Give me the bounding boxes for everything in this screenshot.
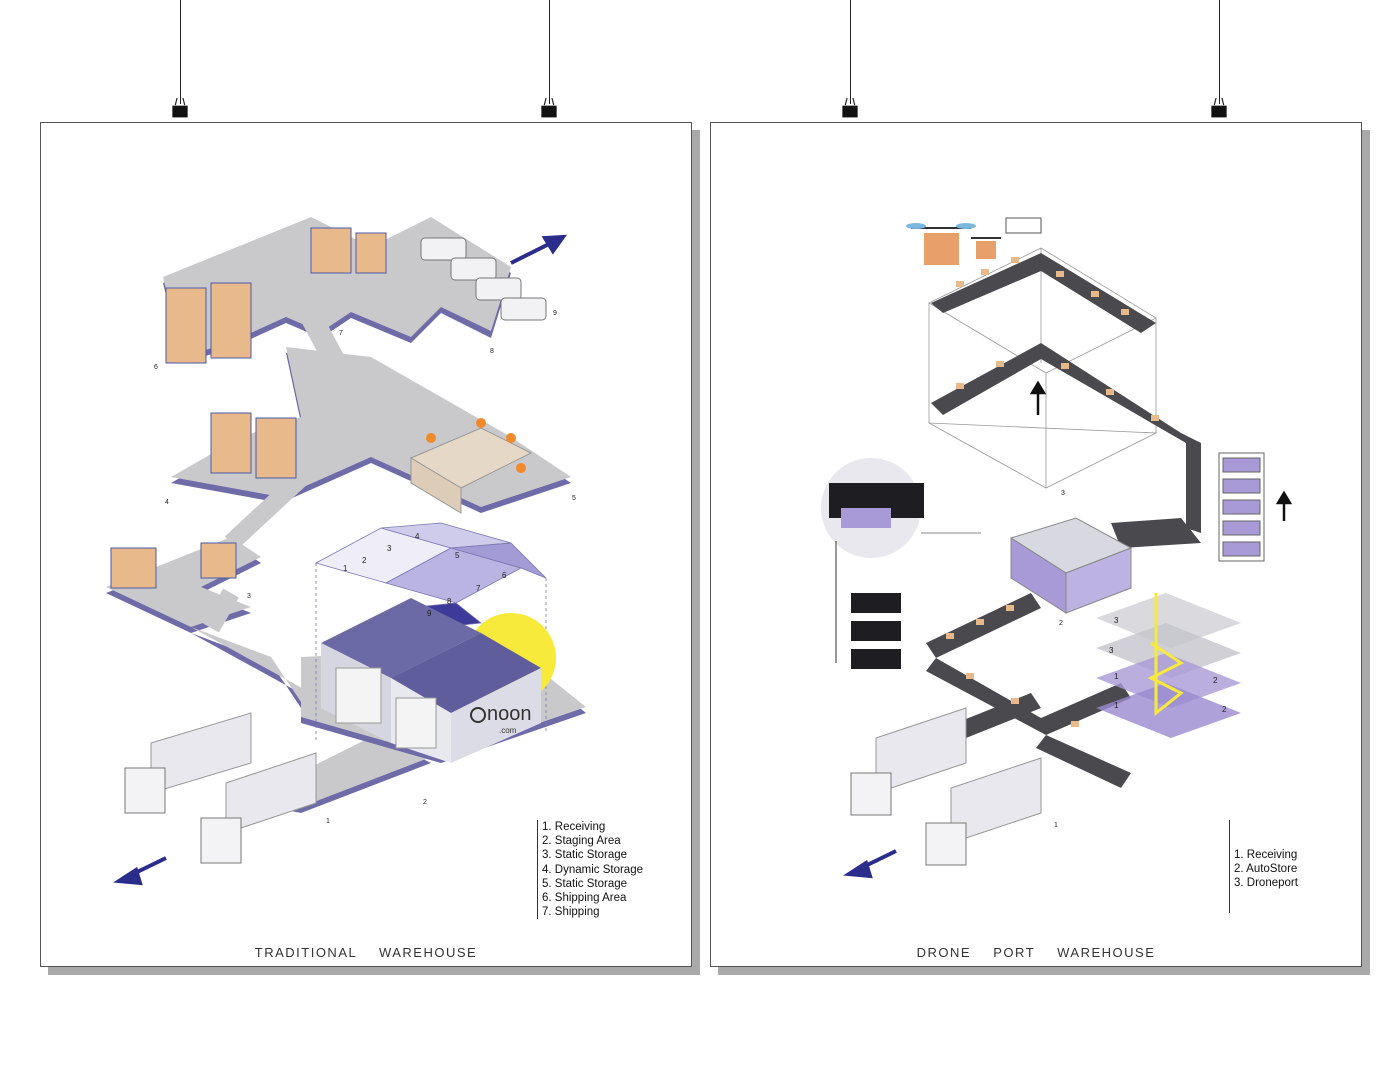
grid-number: 8: [447, 597, 452, 606]
drone-port-warehouse-poster: 1 2 3 3 3 1 1 2 2 1. Receiving 2. AutoSt…: [710, 122, 1362, 967]
trucks: [850, 707, 1042, 866]
brand-logo-sub: .com: [499, 726, 517, 735]
grid-number: 5: [455, 551, 460, 560]
trucks: [124, 712, 317, 864]
legend-item: 1. Receiving: [1234, 849, 1298, 861]
droneport-structure: [928, 247, 1158, 489]
legend-item: 2. AutoStore: [1234, 863, 1298, 876]
grid-number: 6: [502, 571, 507, 580]
area-number: 2: [423, 799, 427, 806]
layer-number: 1: [1114, 701, 1119, 710]
roof-grid-overlay: [314, 522, 547, 743]
binder-clip-icon: [1211, 98, 1227, 118]
area-number: 7: [339, 330, 343, 337]
area-number: 5: [572, 495, 576, 502]
up-arrow-icon: [1029, 380, 1293, 521]
hanging-wire: [850, 0, 851, 104]
layer-number: 2: [1222, 705, 1227, 714]
grid-number: 7: [476, 584, 481, 593]
traditional-warehouse-illustration: noon .com 1 2 3 4 5 6 7 8 9 1: [106, 217, 586, 886]
layer-number: 1: [1114, 672, 1119, 681]
legend-item: 3. Static Storage: [542, 849, 628, 862]
traditional-legend: 1. Receiving 2. Staging Area 3. Static S…: [537, 820, 643, 920]
hanging-wire: [549, 0, 550, 104]
barcode-tag: [1005, 217, 1042, 234]
area-number: 3: [1061, 490, 1065, 497]
arrow-icon: [113, 234, 568, 886]
main-warehouse-building: noon .com: [321, 598, 556, 763]
drone-icon: [906, 223, 1001, 265]
area-number: 9: [553, 310, 557, 317]
binder-clip-icon: [172, 98, 188, 118]
layer-number: 3: [1109, 646, 1114, 655]
autostore-grid: [1009, 517, 1133, 614]
arrow-icon: [843, 849, 897, 879]
delivery-vans: [420, 237, 547, 321]
legend-item: 4. Dynamic Storage: [542, 863, 643, 876]
area-number: 2: [1059, 620, 1063, 627]
layer-number: 3: [1114, 616, 1119, 625]
legend-item: 2. Staging Area: [542, 835, 621, 848]
binder-clip-icon: [842, 98, 858, 118]
area-number: 3: [247, 593, 251, 600]
drone-port-warehouse-illustration: 1 2 3 3 3 1 1 2 2: [821, 217, 1293, 879]
legend-item: 5. Static Storage: [542, 877, 628, 890]
storage-racks: [110, 227, 387, 589]
grid-number: 2: [362, 556, 367, 565]
bin-detail-callout: [821, 458, 981, 669]
hanging-wire: [180, 0, 181, 104]
binder-clip-icon: [541, 98, 557, 118]
traditional-warehouse-poster: noon .com 1 2 3 4 5 6 7 8 9 1: [40, 122, 692, 967]
legend-item: 1. Receiving: [542, 821, 606, 833]
area-number: 1: [326, 818, 330, 825]
storage-shelf: [1218, 452, 1265, 562]
parcel-boxes: [946, 257, 1159, 727]
grid-number: 4: [415, 532, 420, 541]
autostore-layers: [1096, 593, 1241, 738]
drone-port-legend: 1. Receiving 2. AutoStore 3. Droneport: [1229, 820, 1298, 913]
packing-area: [409, 418, 533, 514]
legend-item: 7. Shipping: [542, 906, 600, 919]
grid-number: 3: [387, 544, 392, 553]
area-number: 4: [165, 499, 169, 506]
legend-item: 3. Droneport: [1234, 877, 1298, 890]
brand-logo-icon: [470, 707, 486, 723]
grid-number: 9: [427, 609, 432, 618]
poster-title: DRONE PORT WAREHOUSE: [916, 945, 1156, 960]
brand-logo-text: noon: [487, 703, 532, 725]
area-number: 6: [154, 364, 158, 371]
hanging-wire: [1219, 0, 1220, 104]
legend-item: 6. Shipping Area: [542, 892, 627, 905]
area-number: 1: [1054, 822, 1058, 829]
area-number: 8: [490, 348, 494, 355]
grid-number: 1: [343, 564, 348, 573]
layer-number: 2: [1213, 676, 1218, 685]
poster-title: TRADITIONAL WAREHOUSE: [254, 945, 478, 960]
